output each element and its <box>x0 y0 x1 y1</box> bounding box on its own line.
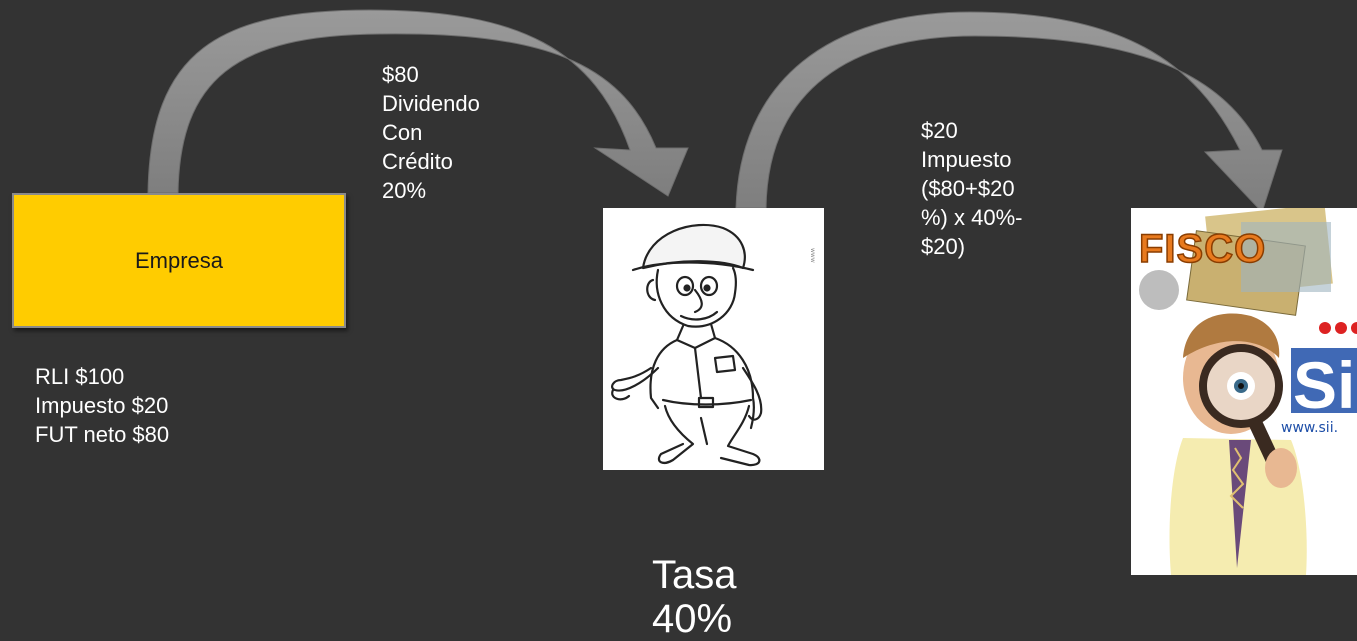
fisco-url: www.sii. <box>1281 420 1338 436</box>
dividend-label: $80 Dividendo Con Crédito 20% <box>382 62 480 203</box>
empresa-label: Empresa <box>134 247 224 273</box>
empresa-details: RLI $100 Impuesto $20 FUT neto $80 <box>35 364 170 447</box>
tax-label: $20 Impuesto ($80+$20 %) x 40%- $20) <box>921 118 1023 259</box>
svg-text:FISCO: FISCO <box>1139 227 1266 271</box>
fisco-inspector-icon: FISCO Sii www.sii. <box>1131 208 1357 575</box>
tasa-label: Tasa 40% <box>652 553 737 641</box>
svg-text:www: www <box>809 248 816 263</box>
empresa-box: Empresa <box>12 193 346 328</box>
curved-arrow-icon <box>147 9 689 197</box>
cartoon-man-icon: www <box>603 208 824 470</box>
svg-text:Sii: Sii <box>1293 348 1357 422</box>
